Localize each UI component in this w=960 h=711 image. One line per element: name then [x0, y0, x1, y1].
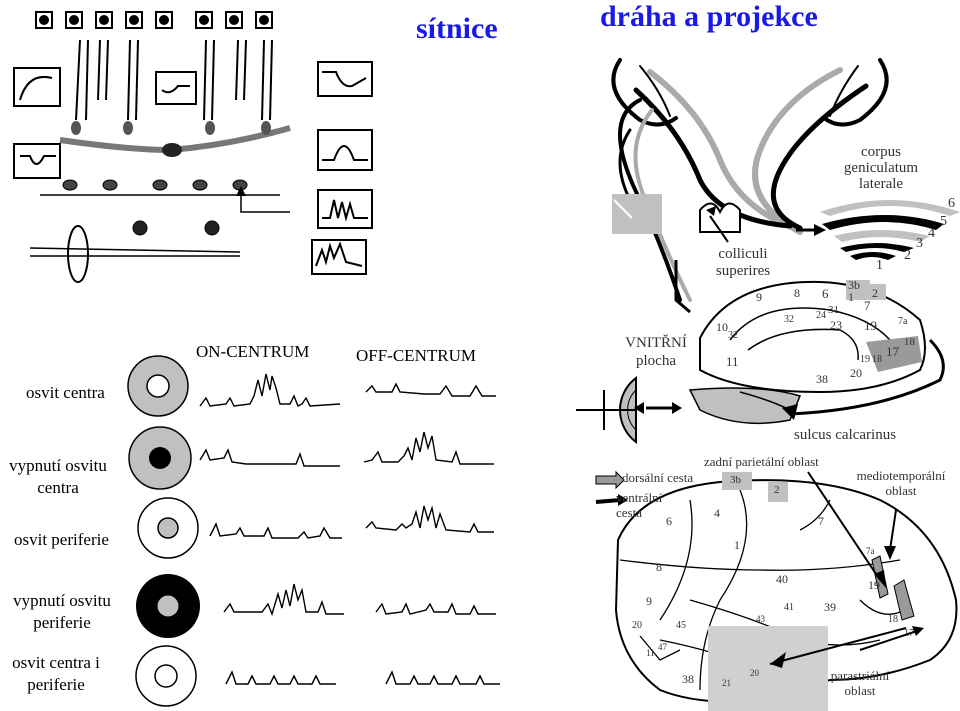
spike-train [375, 602, 496, 615]
area-number: 6 [666, 514, 672, 528]
response-box [13, 67, 61, 107]
area-number: 24 [816, 310, 826, 321]
cgl-label: corpus geniculatum laterale [843, 144, 919, 192]
cgl-layer-number: 4 [928, 226, 935, 241]
cgl-layer-number: 3 [916, 236, 923, 251]
area-number: 19 [860, 354, 870, 365]
cgl-layer-number: 1 [876, 258, 883, 273]
area-number: 8 [794, 286, 800, 300]
area-number: 20 [750, 668, 759, 678]
area-number: 21 [722, 678, 731, 688]
area-number: 7 [864, 298, 871, 313]
area-number: 4 [714, 506, 720, 520]
area-number: 3b [730, 474, 741, 486]
area-number: 6 [822, 286, 829, 301]
area-number: 39 [824, 600, 836, 614]
row-label: osvit centra [26, 383, 105, 402]
cgl-layer-number: 2 [904, 248, 911, 263]
spike-train [385, 670, 500, 685]
area-number: 17 [886, 344, 899, 359]
spike-train [225, 670, 336, 685]
retina-title: sítnice [416, 12, 498, 45]
area-number: 40 [776, 572, 788, 586]
area-number: 23 [830, 318, 842, 332]
spike-train [365, 382, 496, 397]
area-number: 9 [756, 290, 762, 304]
area-number: 38 [816, 372, 828, 386]
area-number: 19 [868, 578, 880, 592]
area-number: 7 [818, 514, 824, 528]
cgl-layer-number: 6 [948, 196, 955, 211]
mediotemporal-label: mediotemporální oblast [856, 468, 946, 498]
area-number: 20 [850, 366, 862, 380]
area-number: 7a [898, 316, 908, 327]
area-number: 11 [646, 648, 655, 658]
area-number: 38 [682, 672, 694, 686]
spike-train [365, 505, 494, 533]
area-number: 18 [888, 614, 898, 625]
area-number: 32 [728, 330, 738, 341]
area-number: 45 [676, 620, 686, 631]
response-box [13, 143, 61, 179]
area-number: 41 [784, 602, 794, 613]
spike-train [223, 583, 344, 617]
spike-train [209, 522, 342, 539]
area-number: 7a [866, 546, 875, 556]
spike-train [363, 431, 494, 465]
area-number: 18 [904, 336, 915, 348]
colliculi-label: colliculi superires [715, 246, 771, 279]
inner-surface-label: VNITŘNÍ plocha [625, 335, 687, 369]
area-number: 19 [864, 318, 877, 333]
parietal-label: zadní parietální oblast [704, 454, 819, 469]
response-box [317, 129, 373, 171]
area-number: 43 [756, 614, 765, 624]
area-number: 20 [632, 620, 642, 631]
row-label: osvit periferie [14, 530, 109, 549]
area-number: 2 [872, 286, 878, 300]
area-number: 17 [904, 628, 914, 639]
response-box [317, 189, 373, 229]
pathway-title: dráha a projekce [600, 0, 818, 33]
area-number: 32 [784, 314, 794, 325]
area-number: 1 [848, 290, 854, 304]
spike-train [199, 448, 340, 467]
off-center-header: OFF-CENTRUM [356, 346, 476, 365]
cgl-layer-number: 5 [940, 214, 947, 229]
area-number: 11 [726, 354, 739, 369]
dorsal-path-label: dorsální cesta [622, 470, 694, 485]
row-label: vypnutí osvitu periferie [13, 591, 111, 632]
ventral-path-label: ventrální cesta [616, 490, 663, 520]
sulcus-label: sulcus calcarinus [794, 427, 897, 443]
area-number: 47 [658, 642, 667, 652]
spike-train [199, 373, 341, 407]
area-number: 2 [774, 484, 780, 496]
area-number: 31 [828, 304, 839, 316]
area-number: 1 [734, 538, 740, 552]
parastriate-label: parastriální oblast [830, 668, 890, 698]
area-number: 3b [848, 278, 860, 292]
area-number: 10 [716, 320, 728, 334]
row-label: osvit centra i periferie [12, 653, 100, 694]
row-label: vypnutí osvitu centra [9, 456, 107, 497]
area-number: 18 [872, 354, 882, 365]
on-center-header: ON-CENTRUM [196, 342, 310, 361]
area-number: 8 [656, 560, 662, 574]
area-number: 9 [646, 594, 652, 608]
